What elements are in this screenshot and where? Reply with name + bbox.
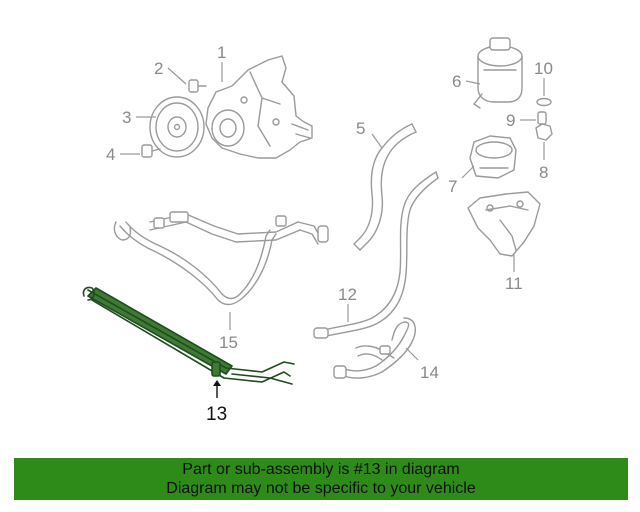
part-cooler-13[interactable] <box>82 286 295 385</box>
part-clamp-7[interactable] <box>469 135 517 179</box>
callout-13: 13 <box>206 404 227 425</box>
part-reservoir[interactable] <box>473 37 523 109</box>
parts-diagram: 1 2 3 4 5 6 7 8 9 10 11 12 14 15 13 <box>82 37 553 425</box>
callout-9: 9 <box>506 111 515 130</box>
callout-4: 4 <box>106 145 115 164</box>
callout-5: 5 <box>356 119 365 138</box>
callout-3: 3 <box>122 108 131 127</box>
part-line-12[interactable] <box>313 171 439 339</box>
callout-2: 2 <box>154 59 163 78</box>
callout-15: 15 <box>219 333 238 352</box>
part-nut-8[interactable] <box>535 123 553 141</box>
callout-10: 10 <box>534 59 553 78</box>
part-hose-5[interactable] <box>353 123 417 251</box>
part-steering-pump[interactable] <box>205 55 313 159</box>
part-hose-15[interactable] <box>113 211 329 306</box>
callout-11: 11 <box>505 274 523 293</box>
banner-line-2: Diagram may not be specific to your vehi… <box>166 480 476 497</box>
callout-12: 12 <box>338 285 357 304</box>
callout-8: 8 <box>539 163 548 182</box>
part-bolt-4[interactable] <box>141 144 161 158</box>
callout-7: 7 <box>448 177 457 196</box>
part-pulley[interactable] <box>149 96 205 158</box>
callout-6: 6 <box>452 72 461 91</box>
part-hose-14[interactable] <box>333 317 416 379</box>
callout-1: 1 <box>217 43 226 62</box>
part-bracket-11[interactable] <box>467 191 541 257</box>
info-banner: Part or sub-assembly is #13 in diagram D… <box>14 458 628 500</box>
banner-line-1: Part or sub-assembly is #13 in diagram <box>182 461 460 478</box>
callout-14: 14 <box>420 363 439 382</box>
leader-lines <box>120 62 545 398</box>
part-bolt-2[interactable] <box>188 79 207 93</box>
part-sleeve-9[interactable] <box>537 111 547 125</box>
part-washer-10[interactable] <box>536 97 552 107</box>
